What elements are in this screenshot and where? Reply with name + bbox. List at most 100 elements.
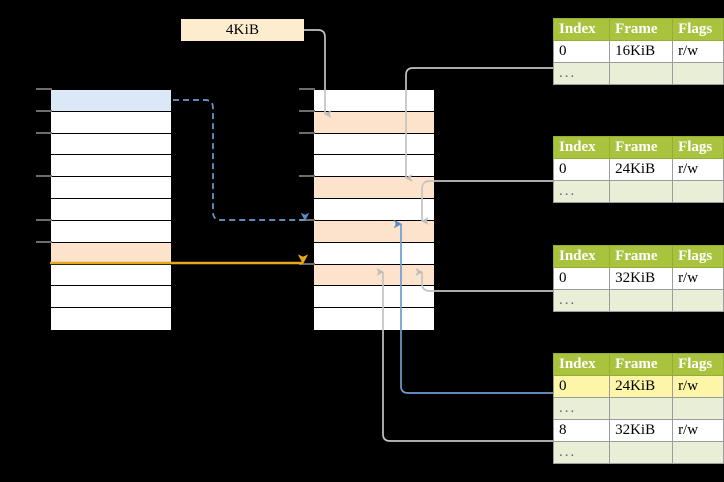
cell-flg: r/w [672, 419, 724, 442]
column-header-flags: Flags [672, 18, 724, 41]
row-tick [36, 175, 52, 178]
physical-memory-row [314, 286, 434, 309]
size-label-text: 4KiB [225, 21, 260, 38]
column-header-index: Index [552, 245, 611, 268]
physical-memory-row [314, 242, 434, 265]
cell-idx: 0 [552, 158, 611, 181]
virtual-memory-row [51, 199, 171, 221]
cell-frm: 16KiB [609, 40, 674, 63]
cell-flg [672, 289, 724, 312]
column-header-index: Index [552, 353, 611, 376]
cell-idx: ... [552, 180, 611, 203]
wire-pt2-to-row7 [420, 180, 553, 225]
cell-flg [672, 62, 724, 85]
cell-frm: 24KiB [609, 158, 674, 181]
virtual-memory-row [51, 264, 171, 287]
row-tick [36, 131, 52, 134]
cell-idx: 8 [552, 419, 611, 442]
virtual-memory-row [51, 90, 171, 112]
physical-memory-row [314, 177, 434, 200]
column-header-flags: Flags [672, 245, 724, 268]
wire-virtual-to-physical-dashed [173, 99, 310, 222]
cell-flg: r/w [672, 158, 724, 181]
physical-memory-row [314, 133, 434, 156]
virtual-memory-row [51, 308, 171, 330]
row-tick [299, 175, 315, 178]
virtual-memory-row [51, 286, 171, 309]
cell-idx: ... [552, 397, 611, 420]
physical-memory-row [314, 155, 434, 178]
row-tick [36, 240, 52, 243]
virtual-address-space-column [50, 89, 172, 330]
cell-frm [609, 180, 674, 203]
cell-idx: 0 [552, 375, 611, 398]
cell-frm [609, 289, 674, 312]
size-label: 4KiB [181, 19, 304, 41]
column-header-frame: Frame [609, 136, 674, 159]
virtual-memory-row [51, 177, 171, 200]
row-tick [299, 218, 315, 221]
table-row[interactable]: ... [552, 289, 724, 312]
table-row[interactable]: ... [552, 397, 724, 420]
column-header-frame: Frame [609, 18, 674, 41]
physical-memory-row [314, 90, 434, 112]
table-row[interactable]: ... [552, 62, 724, 85]
cell-idx: ... [552, 441, 611, 464]
cell-idx: ... [552, 62, 611, 85]
cell-frm: 32KiB [609, 267, 674, 290]
column-header-flags: Flags [672, 353, 724, 376]
column-header-index: Index [552, 18, 611, 41]
cell-frm: 24KiB [609, 375, 674, 398]
physical-memory-column [313, 89, 435, 330]
cell-flg: r/w [672, 267, 724, 290]
row-tick [36, 218, 52, 221]
cell-frm [609, 441, 674, 464]
cell-flg [672, 441, 724, 464]
cell-frm [609, 62, 674, 85]
column-header-frame: Frame [609, 353, 674, 376]
table-row[interactable]: ... [552, 441, 724, 464]
column-header-flags: Flags [672, 136, 724, 159]
column-header-frame: Frame [609, 245, 674, 268]
cell-idx: 0 [552, 267, 611, 290]
cell-frm [609, 397, 674, 420]
virtual-memory-row [51, 133, 171, 156]
row-tick [299, 131, 315, 134]
physical-memory-row [314, 199, 434, 221]
row-tick [36, 88, 52, 90]
cell-frm: 32KiB [609, 419, 674, 442]
cell-flg [672, 180, 724, 203]
physical-memory-row [314, 308, 434, 330]
cell-flg: r/w [672, 40, 724, 63]
virtual-memory-row [51, 155, 171, 178]
physical-memory-row [314, 220, 434, 243]
virtual-memory-row [51, 242, 171, 265]
physical-memory-row [314, 111, 434, 134]
cell-flg: r/w [672, 375, 724, 398]
row-tick [36, 109, 52, 112]
cell-idx: 0 [552, 40, 611, 63]
wire-pt3-to-row9 [415, 268, 553, 292]
cell-idx: ... [552, 289, 611, 312]
row-tick [299, 109, 315, 112]
physical-memory-row [314, 264, 434, 287]
row-tick [299, 88, 315, 90]
table-row[interactable]: ... [552, 180, 724, 203]
cell-flg [672, 397, 724, 420]
virtual-memory-row [51, 220, 171, 243]
row-tick [299, 262, 315, 265]
